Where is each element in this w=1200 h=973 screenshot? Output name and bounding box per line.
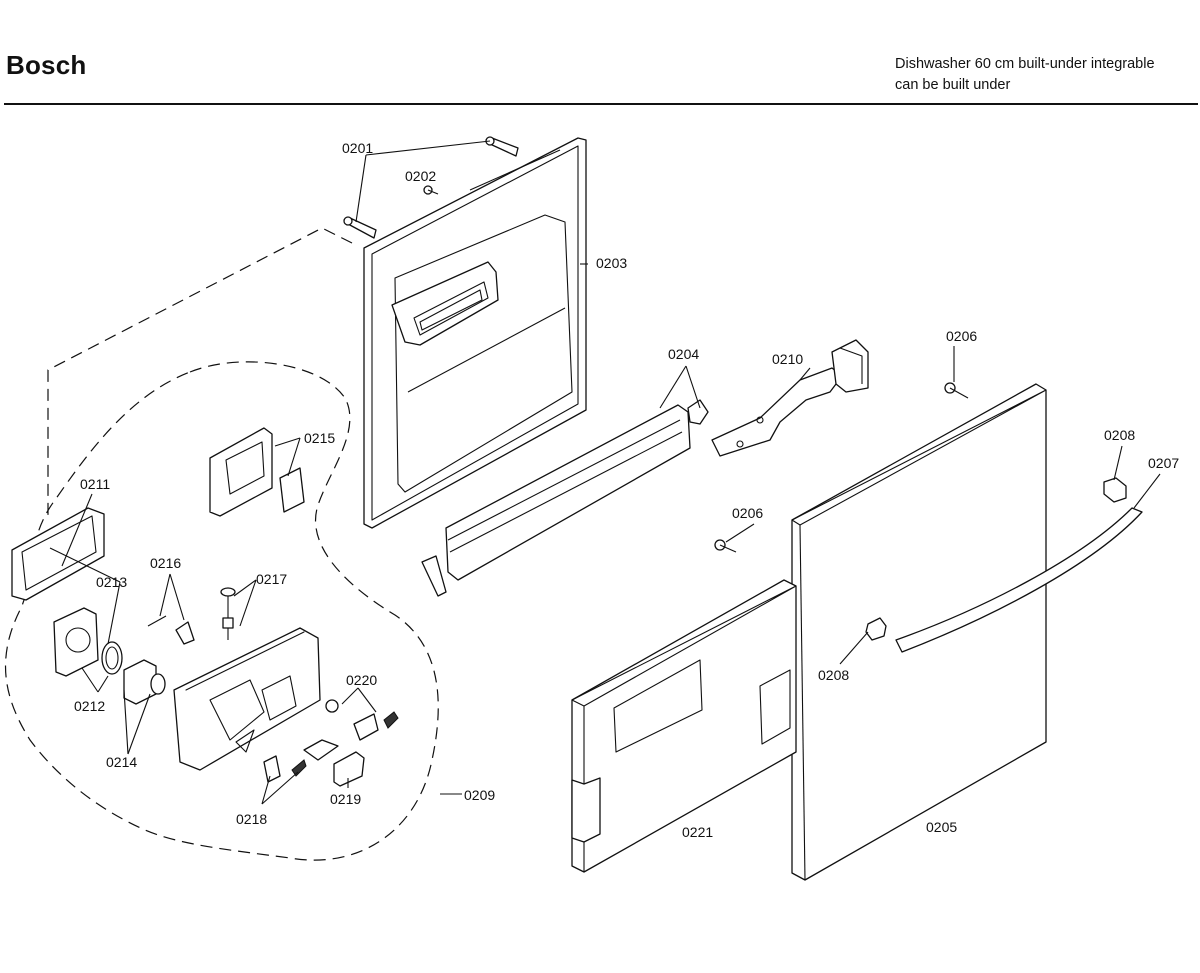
header-divider: [4, 103, 1198, 105]
label-0210: 0210: [772, 351, 803, 367]
label-0219: 0219: [330, 791, 361, 807]
model-line-1: Dishwasher 60 cm built-under integrable: [895, 56, 1155, 72]
label-0206-top: 0206: [946, 328, 977, 344]
model-description: Dishwasher 60 cm built-under integrable …: [895, 54, 1155, 96]
hinge-bracket: [711, 339, 869, 457]
label-0215: 0215: [304, 430, 335, 446]
label-0207: 0207: [1148, 455, 1179, 471]
label-0206-mid: 0206: [732, 505, 763, 521]
callout-leader-lines: [49, 140, 1161, 805]
label-0211: 0211: [80, 476, 110, 492]
control-panel-cover: [571, 579, 797, 873]
label-0220: 0220: [346, 672, 377, 688]
label-0218: 0218: [236, 811, 267, 827]
inner-door-panel: [363, 137, 587, 529]
door-seal-strip: [421, 399, 709, 597]
control-small-parts: [53, 427, 305, 705]
door-handle: [895, 477, 1143, 653]
label-0212: 0212: [74, 698, 105, 714]
label-0208-mid: 0208: [818, 667, 849, 683]
label-0209: 0209: [464, 787, 495, 803]
control-housing: [173, 627, 399, 787]
label-0221: 0221: [682, 824, 713, 840]
label-0205: 0205: [926, 819, 957, 835]
display-frame: [11, 507, 105, 601]
label-0217: 0217: [256, 571, 287, 587]
label-0201: 0201: [342, 140, 373, 156]
label-0202: 0202: [405, 168, 436, 184]
model-line-2: can be built under: [895, 77, 1011, 93]
label-0203: 0203: [596, 255, 627, 271]
label-0216: 0216: [150, 555, 181, 571]
part-number-labels: 0201 0202 0203 0204 0205 0206 0206 0207 …: [74, 140, 1179, 840]
label-0213: 0213: [96, 574, 127, 590]
label-0204: 0204: [668, 346, 699, 362]
label-0208-top: 0208: [1104, 427, 1135, 443]
brand-name: Bosch: [6, 50, 87, 80]
label-0214: 0214: [106, 754, 137, 770]
